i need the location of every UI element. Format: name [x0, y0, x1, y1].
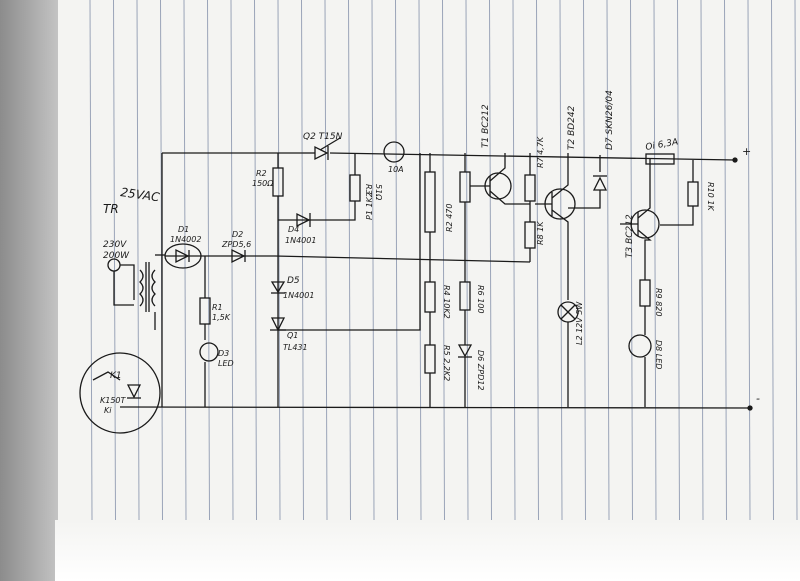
- d4-part: 1N4001: [285, 236, 316, 245]
- q1-name: Q1: [287, 331, 298, 340]
- r2-value: 150Ω: [252, 179, 274, 188]
- q1-part: TL431: [283, 343, 308, 352]
- r2-name: R2: [256, 169, 267, 178]
- rule-line: [677, 0, 680, 521]
- rule-line: [700, 0, 704, 521]
- d6-label: D6 ZPD12: [476, 350, 485, 390]
- l2-label: L2 12V 5W: [575, 301, 584, 345]
- rule-line: [207, 0, 210, 521]
- d4-name: D4: [288, 225, 299, 234]
- rule-line: [136, 0, 140, 521]
- mains-power: 200W: [103, 251, 130, 261]
- minus-terminal: -: [756, 392, 760, 405]
- r9-label: R9 820: [654, 288, 663, 316]
- rule-line: [653, 0, 657, 521]
- paper-sheet: [58, 0, 800, 540]
- rule-line: [630, 0, 633, 521]
- plus-terminal: +: [742, 145, 751, 158]
- rule-line: [771, 0, 774, 521]
- rule-line: [583, 0, 586, 521]
- rule-line: [747, 0, 751, 521]
- rule-line: [277, 0, 281, 521]
- r1-name: R1: [212, 303, 223, 312]
- r4-label: R4 10K2: [442, 285, 451, 319]
- r8-label: R8 1K: [536, 221, 545, 245]
- r7-label: R7 4,7K: [536, 136, 545, 168]
- mains-voltage: 230V: [103, 240, 127, 250]
- d5-part: 1N4001: [283, 291, 314, 300]
- rule-line: [395, 0, 398, 521]
- r3-name: R3: [364, 184, 373, 195]
- d7-label: D7 SKN26/04: [605, 90, 615, 150]
- k1-name: K1: [110, 371, 122, 381]
- transformer-name: TR: [103, 202, 119, 216]
- k1-sub: Ki: [104, 406, 112, 415]
- rule-line: [536, 0, 539, 521]
- rule-line: [371, 0, 375, 521]
- d3-name: D3: [218, 349, 229, 358]
- r1-value: 1,5K: [212, 313, 231, 322]
- rule-line: [348, 0, 351, 521]
- rule-line: [512, 0, 516, 521]
- rule-line: [724, 0, 727, 521]
- t3-label: T3 BC212: [625, 214, 635, 258]
- r2b-label: R2 470: [445, 204, 454, 232]
- r6-label: R6 100: [476, 285, 485, 313]
- t1-label: T1 BC212: [481, 104, 491, 148]
- p1-label: P1 1K2: [365, 192, 374, 220]
- rule-line: [794, 0, 798, 521]
- t2-label: T2 BD242: [567, 105, 577, 150]
- r5-label: R5 2,2K2: [442, 345, 451, 381]
- rule-line: [254, 0, 257, 521]
- d2-name: D2: [232, 230, 243, 239]
- d8-label: D8 LED: [654, 340, 663, 369]
- meter-label: 10A: [388, 165, 404, 174]
- rule-line: [89, 0, 93, 521]
- d1-part: 1N4002: [170, 235, 201, 244]
- transformer-rating: 25VAC: [120, 185, 161, 204]
- paper-bottom-edge: [55, 520, 800, 581]
- d1-name: D1: [178, 225, 189, 234]
- rule-line: [183, 0, 187, 521]
- d5-name: D5: [287, 276, 300, 286]
- r10-label: R10 1K: [706, 182, 715, 211]
- d2-part: ZPD5,6: [221, 240, 251, 249]
- d3-part: LED: [218, 359, 234, 368]
- q2-part: Q2 T15N: [303, 132, 343, 142]
- fuse-label: Oi 6,3A: [645, 137, 679, 153]
- rule-line: [324, 0, 328, 521]
- rule-line: [606, 0, 610, 521]
- component-labels: TR 25VAC 230V 200W D1 1N4002 D2 ZPD5,6 R…: [100, 90, 760, 415]
- circuit-wiring: [79, 137, 753, 434]
- rule-line: [301, 0, 304, 521]
- rule-line: [559, 0, 563, 521]
- k1-part: K150T: [100, 396, 127, 405]
- r3-value: 51Ω: [374, 184, 383, 201]
- rule-line: [489, 0, 492, 521]
